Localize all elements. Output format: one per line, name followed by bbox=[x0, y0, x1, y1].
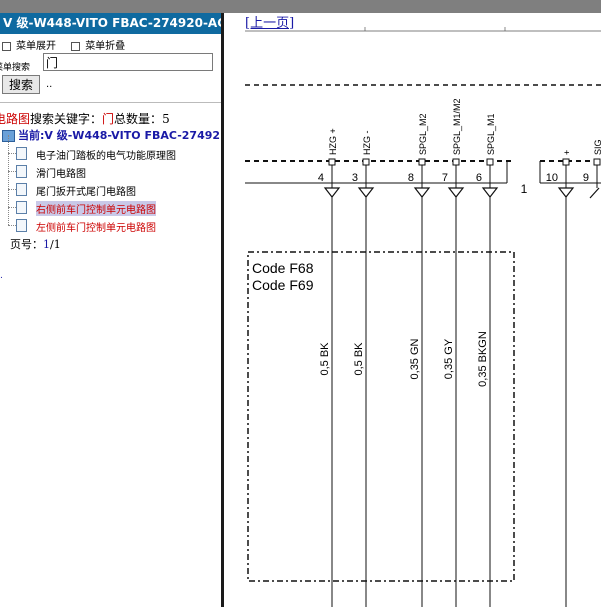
result-keyword: 门 bbox=[102, 112, 115, 126]
tiny-link[interactable]: . bbox=[0, 271, 3, 281]
document-icon bbox=[16, 219, 27, 232]
search-label: 菜单搜索 bbox=[0, 63, 31, 73]
tree-item-label: 尾门扳开式尾门电路图 bbox=[36, 187, 136, 198]
pin-signal-label: + bbox=[562, 150, 572, 155]
wire-label: 0,5 BK bbox=[353, 342, 365, 376]
expand-menu-button[interactable]: 菜单展开 bbox=[0, 37, 56, 52]
sidebar-divider bbox=[0, 102, 221, 103]
pin-signal-label: HZG - bbox=[362, 131, 372, 156]
pin-socket bbox=[452, 158, 460, 166]
previous-page-link[interactable]: [上一页] bbox=[245, 16, 295, 31]
pager-current-page[interactable]: 1 bbox=[43, 238, 50, 251]
code-label-2: Code F69 bbox=[252, 277, 314, 293]
search-hint: .. bbox=[46, 79, 53, 90]
current-vehicle-label: 当前:V 级-W448-VITO FBAC-27492 bbox=[18, 129, 221, 142]
sidebar-panel: V 级-W448-VITO FBAC-274920-AG 722 菜单展开 菜单… bbox=[0, 13, 221, 607]
pager-sep: / bbox=[50, 238, 54, 251]
search-button[interactable]: 搜索 bbox=[2, 75, 40, 94]
pin-arrow bbox=[447, 187, 465, 198]
pin-socket bbox=[418, 158, 426, 166]
result-keyword-label: 搜索关键字： bbox=[30, 112, 103, 126]
pin-arrow bbox=[357, 187, 375, 198]
document-icon bbox=[16, 201, 27, 214]
wire-label: 0,5 BK bbox=[319, 342, 331, 376]
pin-signal-label: SPGL_M1/M2 bbox=[452, 98, 462, 155]
wire-label: 0,35 GN bbox=[409, 338, 421, 379]
wire-label: 0,35 BKGN bbox=[477, 331, 489, 387]
result-category: 电路图 bbox=[0, 112, 31, 126]
pin-signal-label: SPGL_M2 bbox=[418, 113, 428, 155]
pin-number: 10 bbox=[546, 172, 558, 184]
pager-label: 页号： bbox=[10, 238, 43, 251]
sidebar-header-title: V 级-W448-VITO FBAC-274920-AG 722 bbox=[0, 13, 221, 34]
pager: 页号：1/1 bbox=[10, 236, 61, 252]
pin-socket bbox=[328, 158, 336, 166]
pin-number: 8 bbox=[408, 172, 414, 184]
pin-number: 6 bbox=[476, 172, 482, 184]
document-icon bbox=[16, 147, 27, 160]
code-label-1: Code F68 bbox=[252, 260, 314, 276]
pin-signal-label: SIG bbox=[593, 139, 601, 155]
wire-label: 0,35 GY bbox=[443, 338, 455, 379]
collapse-menu-button[interactable]: 菜单折叠 bbox=[69, 37, 125, 52]
collapse-menu-label: 菜单折叠 bbox=[85, 41, 126, 52]
pin-number: 9 bbox=[583, 172, 589, 184]
tree-item-label: 右侧前车门控制单元电路图 bbox=[36, 201, 156, 216]
pin-number: 4 bbox=[318, 172, 324, 184]
tree-item-label: 电子油门踏板的电气功能原理图 bbox=[36, 151, 176, 162]
result-count-label: 总数量： bbox=[114, 112, 163, 126]
expand-menu-label: 菜单展开 bbox=[16, 41, 56, 52]
current-vehicle-node[interactable]: 当前:V 级-W448-VITO FBAC-27492 bbox=[2, 127, 220, 143]
document-icon bbox=[16, 165, 27, 178]
connector-label: 1 bbox=[521, 182, 528, 196]
collapse-menu-icon bbox=[71, 41, 81, 51]
pin-socket bbox=[486, 158, 494, 166]
pin-number: 3 bbox=[352, 172, 358, 184]
result-count: 5 bbox=[162, 112, 170, 126]
search-input[interactable] bbox=[43, 53, 213, 71]
tree-item-label: 滑门电路图 bbox=[36, 169, 86, 180]
pin-arrow bbox=[557, 187, 575, 198]
search-result-summary: 电路图搜索关键字：门总数量：5 bbox=[0, 110, 170, 127]
pin-signal-label: SPGL_M1 bbox=[486, 113, 496, 155]
pin-group: HZG + 4 0,5 BK HZG - 3 0,5 BK SPGL_M2 8 0,35 GN S… bbox=[318, 98, 601, 607]
pin-number: 7 bbox=[442, 172, 448, 184]
pager-total: 1 bbox=[53, 238, 61, 251]
pin-socket bbox=[562, 158, 570, 166]
pin-signal-label: HZG + bbox=[328, 128, 338, 155]
pin-socket bbox=[593, 158, 601, 166]
expand-menu-icon bbox=[2, 41, 11, 51]
tree-item-label: 左侧前车门控制单元电路图 bbox=[36, 223, 156, 234]
menu-toggle-row: 菜单展开 菜单折叠 bbox=[0, 37, 125, 52]
window-top-bar bbox=[0, 0, 601, 13]
pin-socket bbox=[362, 158, 370, 166]
pin-arrow bbox=[323, 187, 341, 198]
document-icon bbox=[16, 183, 27, 196]
pin-arrow bbox=[589, 187, 600, 199]
pin-arrow bbox=[481, 187, 499, 198]
option-code-box bbox=[247, 251, 515, 582]
pin-arrow bbox=[413, 187, 431, 198]
frame-splitter[interactable] bbox=[221, 13, 224, 607]
circuit-diagram: 1 Code F68 Code F69 HZG + 4 0,5 BK HZG - 3 0,… bbox=[245, 27, 601, 607]
